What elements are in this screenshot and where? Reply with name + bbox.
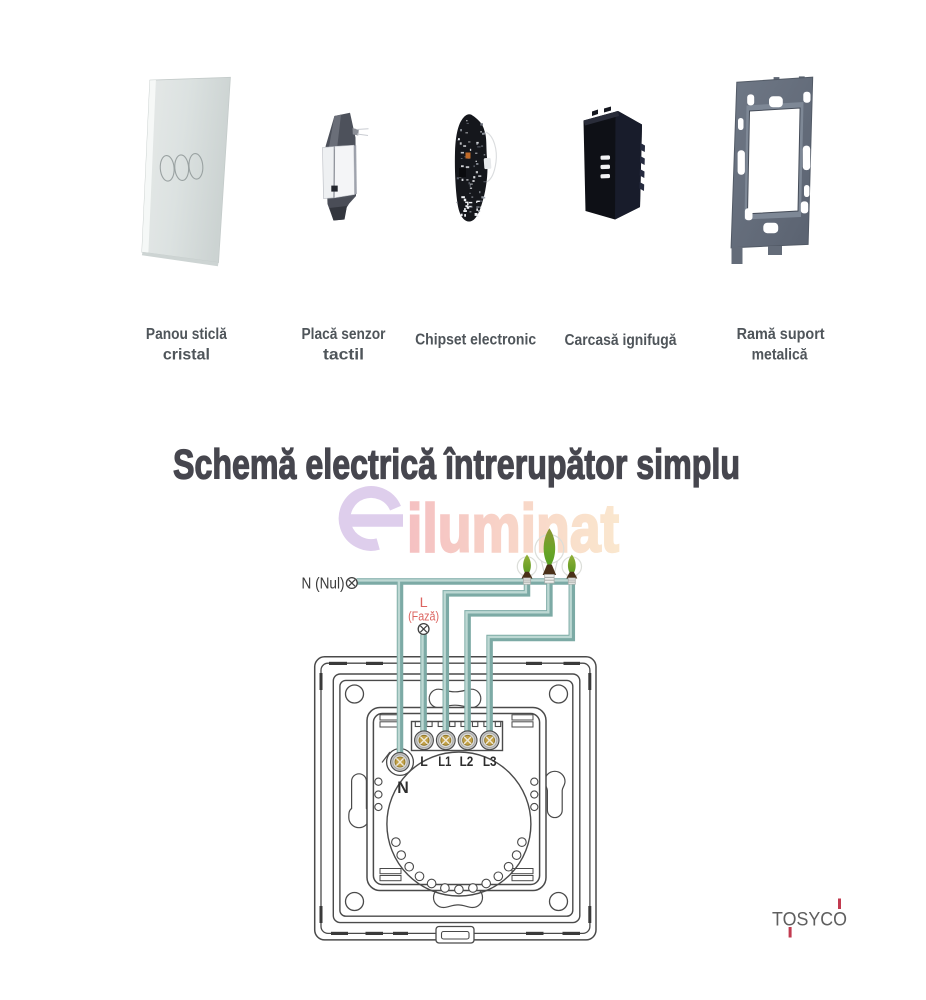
svg-text:Carcasă ignifugă: Carcasă ignifugă — [565, 332, 677, 349]
svg-text:L: L — [420, 595, 429, 610]
svg-text:TOSYCO: TOSYCO — [772, 909, 847, 931]
svg-text:iluminat: iluminat — [407, 491, 619, 567]
svg-text:Ramă suport: Ramă suport — [737, 326, 826, 343]
svg-text:(Fază): (Fază) — [408, 610, 439, 624]
svg-text:Placă senzor: Placă senzor — [302, 326, 386, 343]
svg-text:N: N — [397, 779, 409, 797]
svg-text:N (Nul): N (Nul) — [302, 576, 345, 593]
svg-text:L3: L3 — [483, 753, 497, 769]
svg-text:Panou sticlă: Panou sticlă — [146, 326, 227, 343]
svg-text:cristal: cristal — [163, 347, 210, 364]
svg-text:Schemă electrică întrerupător: Schemă electrică întrerupător simplu — [173, 441, 740, 488]
svg-text:tactil: tactil — [323, 347, 364, 364]
svg-text:L1: L1 — [438, 753, 451, 769]
svg-text:L2: L2 — [460, 753, 474, 769]
svg-text:Chipset electronic: Chipset electronic — [415, 332, 536, 349]
svg-text:L: L — [420, 753, 428, 769]
svg-text:metalică: metalică — [752, 347, 808, 364]
